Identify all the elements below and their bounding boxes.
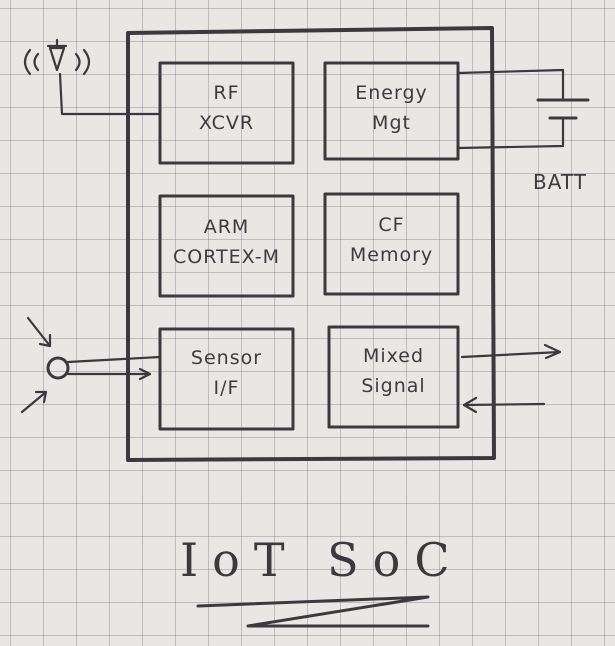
energy-mgt-label: Energy Mgt: [325, 78, 458, 138]
sensor-line-upper: [66, 355, 162, 364]
antenna-feed-line: [58, 72, 162, 116]
antenna-icon: [23, 38, 91, 76]
diagram-title: IoT SoC: [180, 533, 464, 587]
energy-mgt-block: [323, 61, 460, 161]
sensor-icon: [20, 316, 70, 414]
sensor-if-label: Sensor I/F: [160, 343, 293, 403]
energy-label-line2: Mgt: [372, 112, 411, 134]
title-underline: [196, 595, 430, 628]
memory-label-line1: CF: [378, 214, 405, 236]
battery-label: BATT: [533, 170, 587, 194]
sensor-if-block: [158, 327, 295, 431]
rf-xcvr-label: RF XCVR: [160, 78, 293, 138]
sensor-label-line1: Sensor: [190, 347, 263, 369]
battery-icon: [536, 98, 590, 120]
input-arrow-icon: [462, 396, 546, 414]
sensor-arrow-head: [138, 367, 152, 381]
energy-label-line1: Energy: [355, 82, 428, 104]
memory-label-line2: Memory: [349, 244, 434, 266]
cf-memory-block: [323, 192, 460, 296]
mixed-signal-block: [327, 325, 460, 429]
arm-label-line1: ARM: [203, 216, 250, 238]
battery-wire-top: [456, 68, 565, 102]
output-arrow-icon: [460, 343, 562, 360]
battery-wire-bottom: [456, 116, 565, 150]
rf-label-line1: RF: [213, 82, 240, 104]
soc-boundary: [126, 26, 496, 462]
arm-cortex-block: [158, 194, 295, 298]
mixed-label-line1: Mixed: [362, 345, 425, 367]
cf-memory-label: CF Memory: [325, 210, 458, 270]
sensor-label-line2: I/F: [213, 377, 240, 399]
rf-label-line2: XCVR: [198, 112, 255, 134]
mixed-label-line2: Signal: [361, 375, 426, 397]
arm-label-line2: CORTEX-M: [173, 246, 280, 268]
arm-cortex-label: ARM CORTEX-M: [160, 212, 293, 272]
mixed-signal-label: Mixed Signal: [329, 341, 458, 401]
